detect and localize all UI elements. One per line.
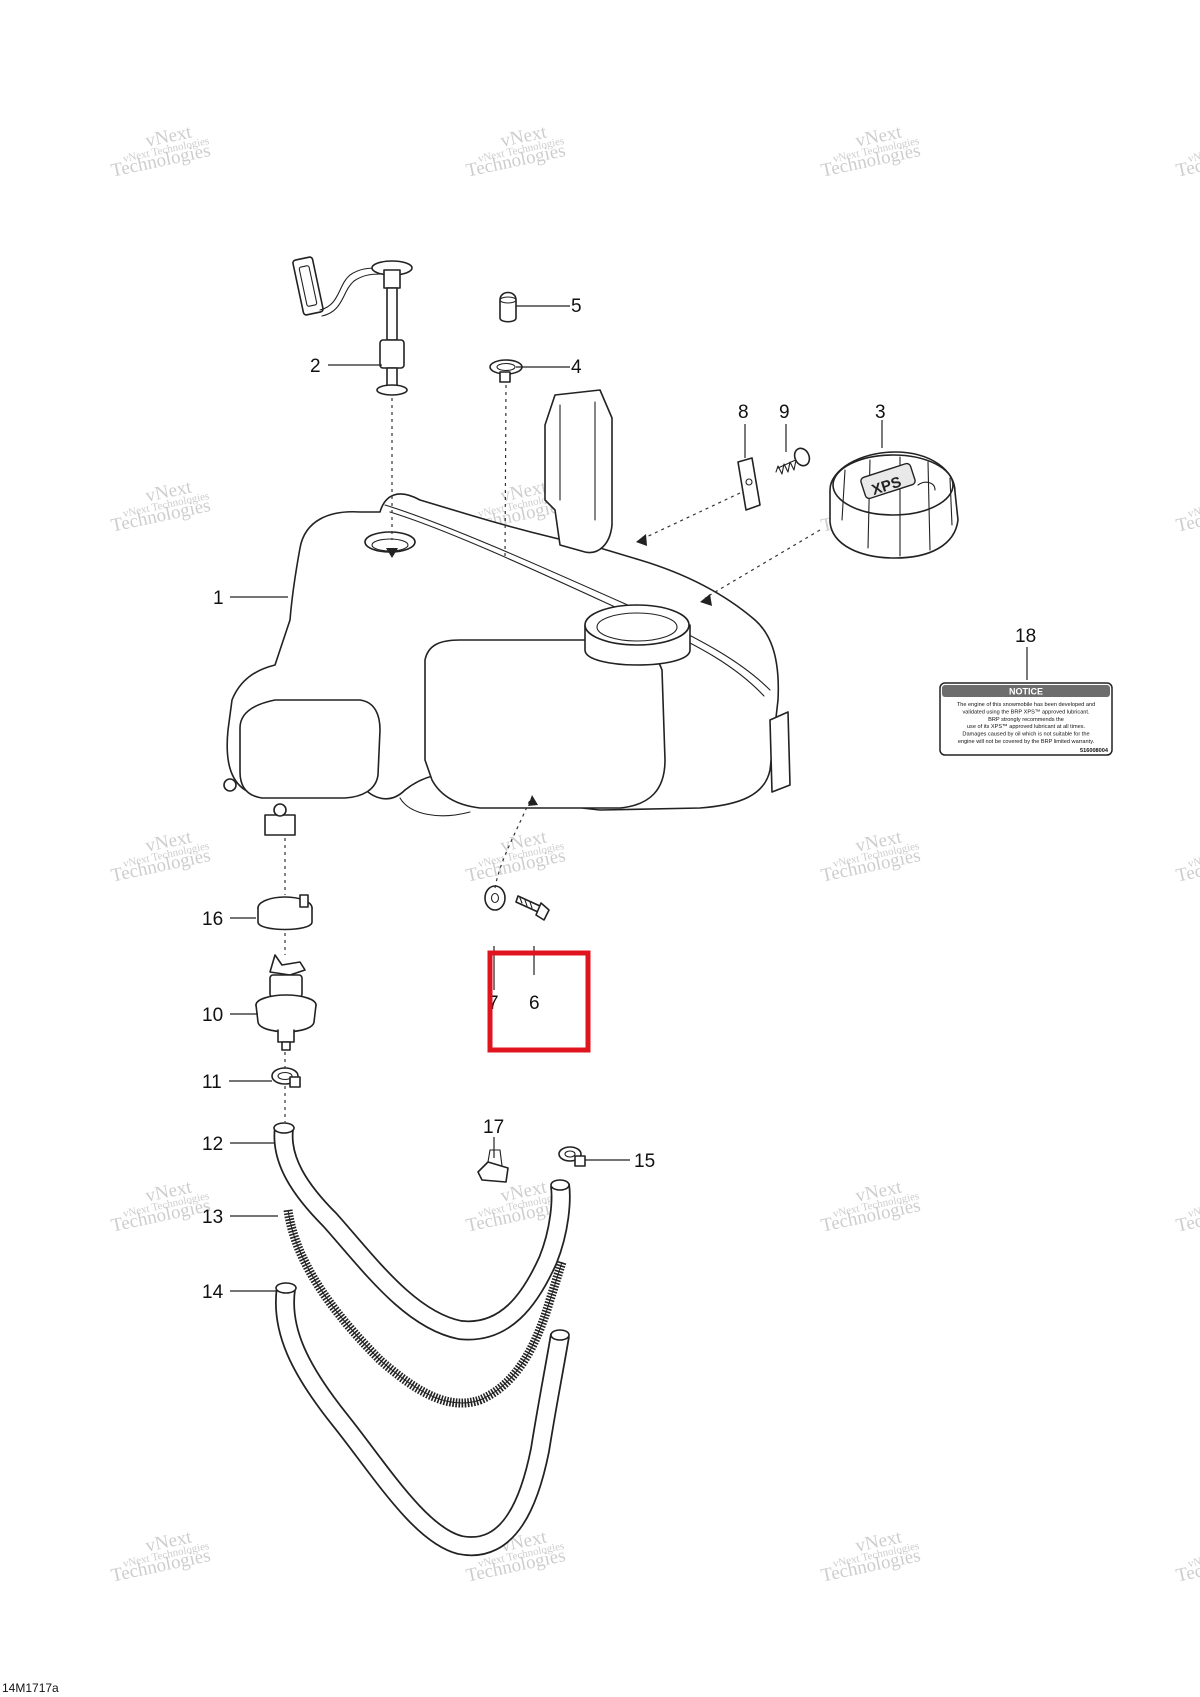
hose-spring-guard[interactable] xyxy=(283,1209,567,1408)
callout-leaders xyxy=(229,305,1028,1292)
callout-8: 8 xyxy=(738,402,749,423)
callout-9: 9 xyxy=(779,402,790,423)
oil-hose-lower[interactable] xyxy=(275,1282,570,1557)
notice-line: use of its XPS™ approved lubricant at al… xyxy=(967,724,1086,730)
callout-17: 17 xyxy=(483,1117,504,1138)
highlight-box xyxy=(487,950,591,1053)
hose-clamp-outlet[interactable] xyxy=(271,1067,301,1088)
watermark-line2: Technologies xyxy=(1174,845,1200,887)
watermark-line2: Technologies xyxy=(1174,495,1200,537)
callout-13: 13 xyxy=(202,1207,223,1228)
notice-line: Damages caused by oil which is not suita… xyxy=(962,732,1089,738)
callout-5: 5 xyxy=(571,296,582,317)
screw[interactable] xyxy=(775,446,812,475)
callout-3: 3 xyxy=(875,402,886,423)
callout-labels: 1 2 3 4 5 6 7 8 9 10 11 12 13 14 15 16 1… xyxy=(202,296,1036,1303)
notice-part-number: 516008004 xyxy=(1080,748,1109,754)
notice-body: The engine of this snowmobile has been d… xyxy=(957,702,1095,745)
assembly-lines xyxy=(284,384,821,1122)
notice-label[interactable]: NOTICE The engine of this snowmobile has… xyxy=(939,682,1113,756)
watermark-line2: Technologies xyxy=(1174,1195,1200,1237)
watermark-line2: Technologies xyxy=(1174,140,1200,182)
bolt[interactable] xyxy=(515,895,550,921)
callout-15: 15 xyxy=(634,1151,655,1172)
washer[interactable] xyxy=(484,885,506,911)
callout-2: 2 xyxy=(310,356,321,377)
callout-14: 14 xyxy=(202,1282,224,1303)
oil-level-sensor[interactable] xyxy=(292,256,413,396)
hose-clip[interactable] xyxy=(477,1149,509,1183)
notice-header: NOTICE xyxy=(1009,687,1043,697)
check-valve-fitting[interactable] xyxy=(255,954,317,1051)
diagram-reference-code: 14M1717a xyxy=(2,1681,59,1695)
callout-7: 7 xyxy=(488,993,499,1014)
callout-6: 6 xyxy=(529,993,540,1014)
callout-11: 11 xyxy=(202,1072,222,1093)
hose-clamp-large[interactable] xyxy=(257,894,313,931)
callout-10: 10 xyxy=(202,1005,223,1026)
notice-line: BRP strongly recommends the xyxy=(988,717,1064,723)
hose-clamp-small[interactable] xyxy=(489,359,523,383)
callout-4: 4 xyxy=(571,357,582,378)
notice-line: engine will not be covered by the BRP li… xyxy=(958,739,1095,745)
callout-16: 16 xyxy=(202,909,223,930)
oil-tank[interactable] xyxy=(223,389,791,836)
notice-line: validated using the BRP XPS™ approved lu… xyxy=(962,709,1090,715)
cap-part[interactable] xyxy=(499,291,517,323)
oil-hose-upper[interactable] xyxy=(273,1122,571,1341)
callout-1: 1 xyxy=(213,588,224,609)
hose-clamp-end[interactable] xyxy=(558,1146,586,1167)
notice-line: The engine of this snowmobile has been d… xyxy=(957,702,1095,708)
callout-12: 12 xyxy=(202,1134,223,1155)
filler-cap[interactable]: XPS xyxy=(829,451,959,559)
watermark-line2: Technologies xyxy=(1174,1545,1200,1587)
callout-18: 18 xyxy=(1015,626,1036,647)
nut-plate[interactable] xyxy=(737,457,761,511)
